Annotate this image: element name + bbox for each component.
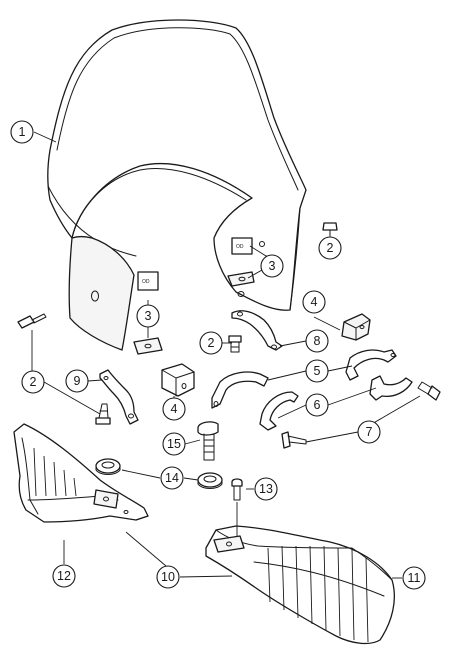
callout-2-left: 2 xyxy=(21,370,45,394)
callout-2-right: 2 xyxy=(318,236,342,260)
callout-14-number: 14 xyxy=(165,471,179,485)
callout-1-number: 1 xyxy=(19,125,26,139)
bolt-13 xyxy=(231,478,243,501)
callout-10-number: 10 xyxy=(161,570,175,584)
callout-11-number: 11 xyxy=(408,571,421,585)
callout-15: 15 xyxy=(162,432,186,456)
callout-4-lower: 4 xyxy=(162,397,186,421)
callout-4-upper-number: 4 xyxy=(311,295,318,309)
callout-9: 9 xyxy=(65,369,89,393)
callout-7: 7 xyxy=(357,420,381,444)
callout-1: 1 xyxy=(10,120,34,144)
callout-5: 5 xyxy=(305,359,329,383)
callout-13: 13 xyxy=(254,477,278,501)
svg-text:OD: OD xyxy=(142,279,150,285)
callout-9-number: 9 xyxy=(74,374,81,388)
callout-4-upper: 4 xyxy=(302,290,326,314)
callout-3-lower-number: 3 xyxy=(145,309,152,323)
screw-7-lower xyxy=(281,431,307,449)
callout-8-number: 8 xyxy=(314,334,321,348)
callout-2-left-number: 2 xyxy=(30,375,37,389)
callout-10: 10 xyxy=(156,565,180,589)
clamp-5-left xyxy=(211,371,269,409)
clamp-6-left xyxy=(259,391,299,431)
bracket-4-upper xyxy=(341,313,371,341)
callout-3-upper: 3 xyxy=(260,254,284,278)
clip-nut-lower: OD xyxy=(133,271,163,355)
callout-2-center: 2 xyxy=(199,331,223,355)
leader-lines xyxy=(31,131,421,579)
washer-lower xyxy=(197,472,223,489)
windscreen xyxy=(47,19,307,351)
callout-12-number: 12 xyxy=(57,569,71,583)
screw-lower xyxy=(95,403,111,425)
bolt-15 xyxy=(197,421,219,461)
callout-6-number: 6 xyxy=(314,398,321,412)
screw-7-right xyxy=(417,381,441,401)
screw-center xyxy=(228,335,242,353)
callout-6: 6 xyxy=(305,393,329,417)
callout-7-number: 7 xyxy=(366,425,373,439)
clip-nut-upper: OD xyxy=(227,237,255,287)
callout-14: 14 xyxy=(160,466,184,490)
bracket-4-lower xyxy=(161,363,195,397)
callout-11: 11 xyxy=(402,566,426,590)
callout-3-lower: 3 xyxy=(136,304,160,328)
bracket-8 xyxy=(231,310,283,351)
callout-4-lower-number: 4 xyxy=(171,402,178,416)
washer-upper xyxy=(95,458,121,475)
right-hand-guard xyxy=(205,525,395,645)
callout-12: 12 xyxy=(52,564,76,588)
callout-13-number: 13 xyxy=(259,482,273,496)
callout-3-upper-number: 3 xyxy=(269,259,276,273)
callout-2-center-number: 2 xyxy=(208,336,215,350)
callout-8: 8 xyxy=(305,329,329,353)
svg-text:OD: OD xyxy=(236,244,244,250)
clamp-5-right xyxy=(345,349,397,381)
callout-5-number: 5 xyxy=(314,364,321,378)
clamp-6-right xyxy=(369,375,413,401)
callout-15-number: 15 xyxy=(167,437,181,451)
bracket-9 xyxy=(99,369,139,425)
left-hand-guard xyxy=(13,423,149,523)
screw-left xyxy=(17,313,47,329)
callout-2-right-number: 2 xyxy=(327,241,334,255)
